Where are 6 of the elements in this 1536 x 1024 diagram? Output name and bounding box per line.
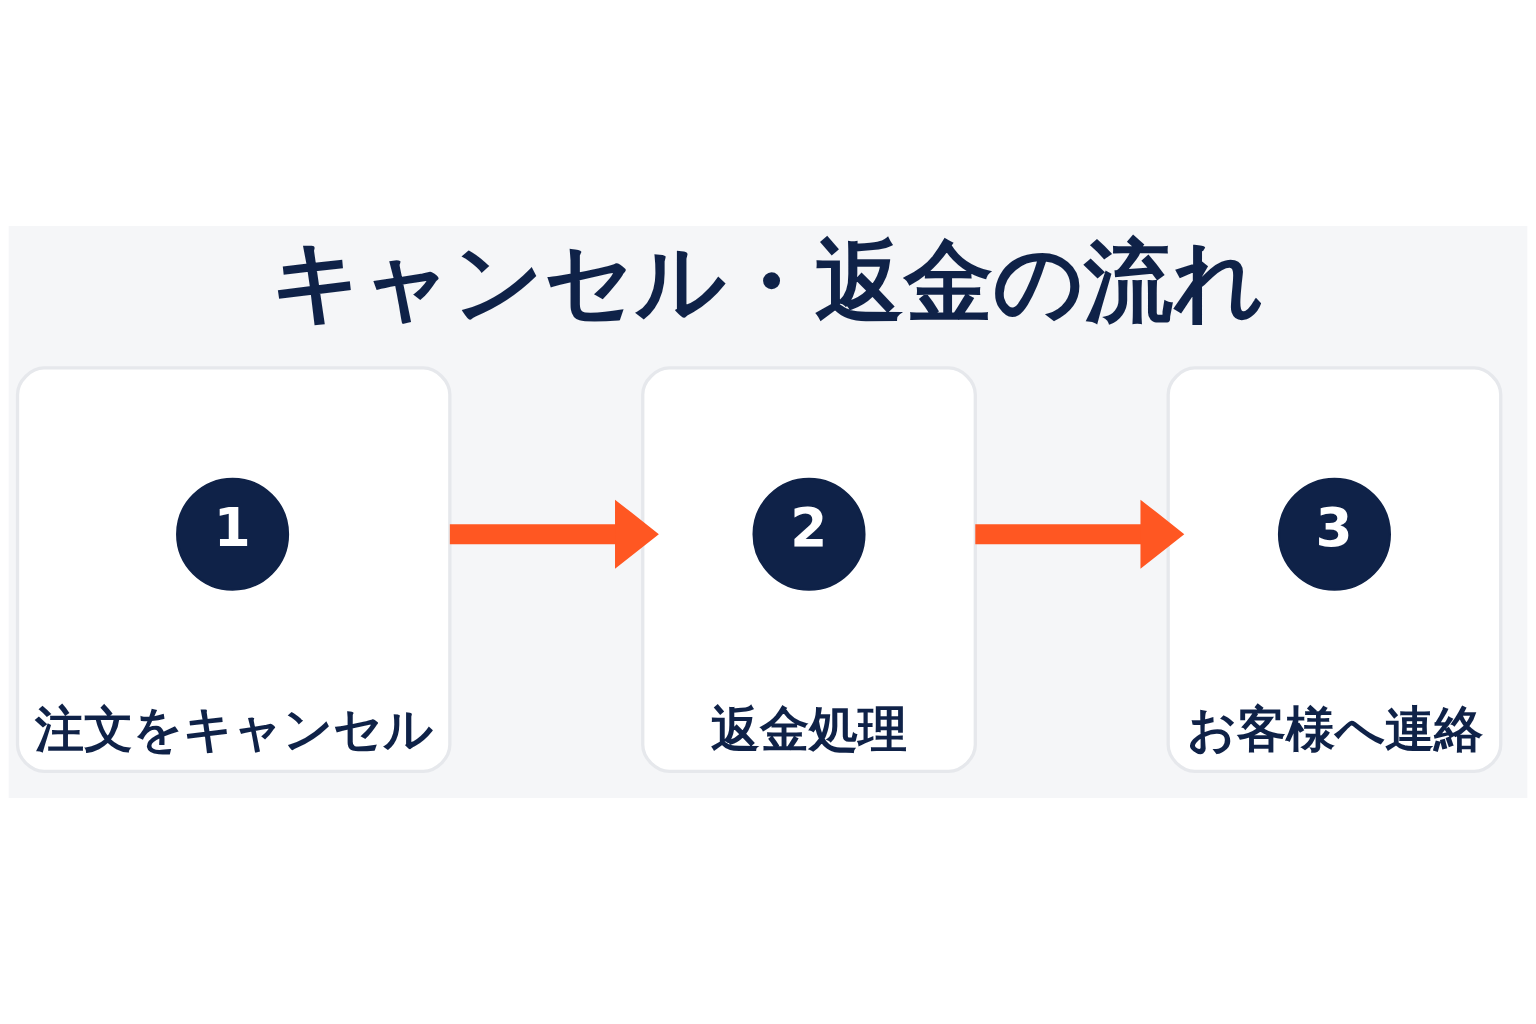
node-circle: 2	[752, 477, 866, 591]
node-circle: 1	[176, 477, 290, 591]
diagram-title: キャンセル・返金の流れ	[271, 230, 1265, 334]
arrow	[975, 499, 1185, 569]
node-circle: 3	[1277, 477, 1391, 591]
arrow	[449, 499, 659, 569]
